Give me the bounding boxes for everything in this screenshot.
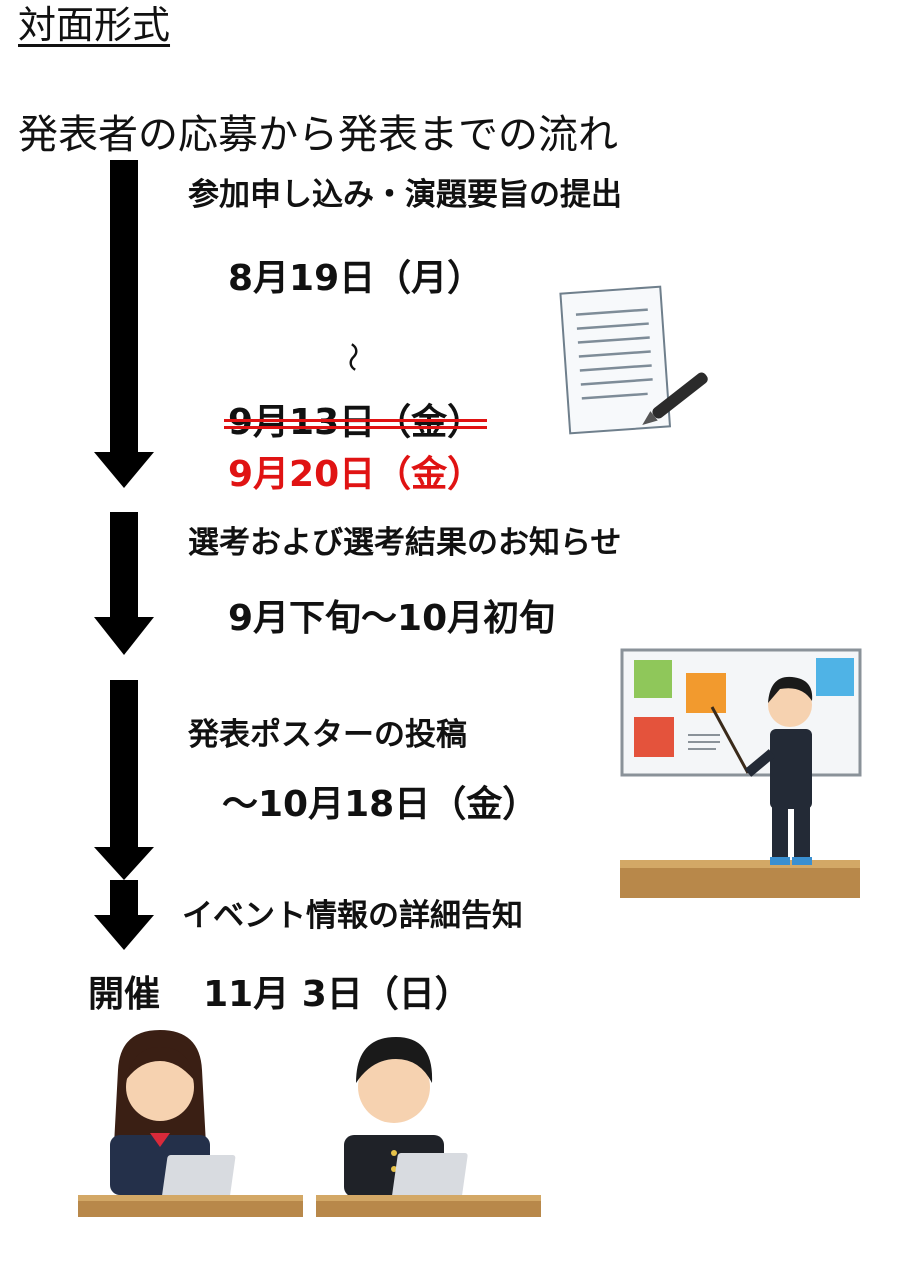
step-3-date: ～10月18日（金） — [222, 784, 539, 825]
flow-subtitle: 発表者の応募から発表までの流れ — [18, 112, 618, 158]
arrow-1-head — [94, 452, 154, 488]
presenter-whiteboard-icon — [620, 648, 862, 898]
step-2-date: 9月下旬～10月初旬 — [228, 598, 556, 639]
arrow-2-head — [94, 617, 154, 655]
student-girl-laptop-icon — [78, 1030, 303, 1217]
step-4-title: イベント情報の詳細告知 — [182, 898, 523, 934]
step-1-start-date: 8月19日（月） — [228, 258, 484, 299]
arrow-3-head — [94, 847, 154, 880]
step-1-old-deadline-wrap: 9月13日（金） — [223, 400, 488, 446]
arrow-2-shaft — [110, 512, 138, 620]
step-1-old-deadline: 9月13日（金） — [223, 400, 488, 446]
arrow-3-shaft — [110, 680, 138, 850]
arrow-4-head — [94, 915, 154, 950]
step-1-new-deadline: 9月20日（金） — [228, 454, 484, 495]
arrow-1-shaft — [110, 160, 138, 455]
range-mark: ～ — [334, 342, 369, 372]
flow-arrows — [94, 160, 154, 950]
student-boy-laptop-icon — [316, 1037, 541, 1217]
page-heading: 対面形式 — [18, 3, 171, 47]
event-date: 11月 3日（日） — [203, 974, 471, 1015]
step-1-title: 参加申し込み・演題要旨の提出 — [188, 177, 622, 213]
arrow-4-shaft — [110, 880, 138, 918]
step-2-title: 選考および選考結果のお知らせ — [188, 525, 622, 561]
event-row: 開催 11月 3日（日） — [88, 972, 471, 1018]
event-label: 開催 — [88, 974, 161, 1015]
step-3-title: 発表ポスターの投稿 — [188, 717, 467, 753]
document-pen-icon — [559, 285, 708, 435]
